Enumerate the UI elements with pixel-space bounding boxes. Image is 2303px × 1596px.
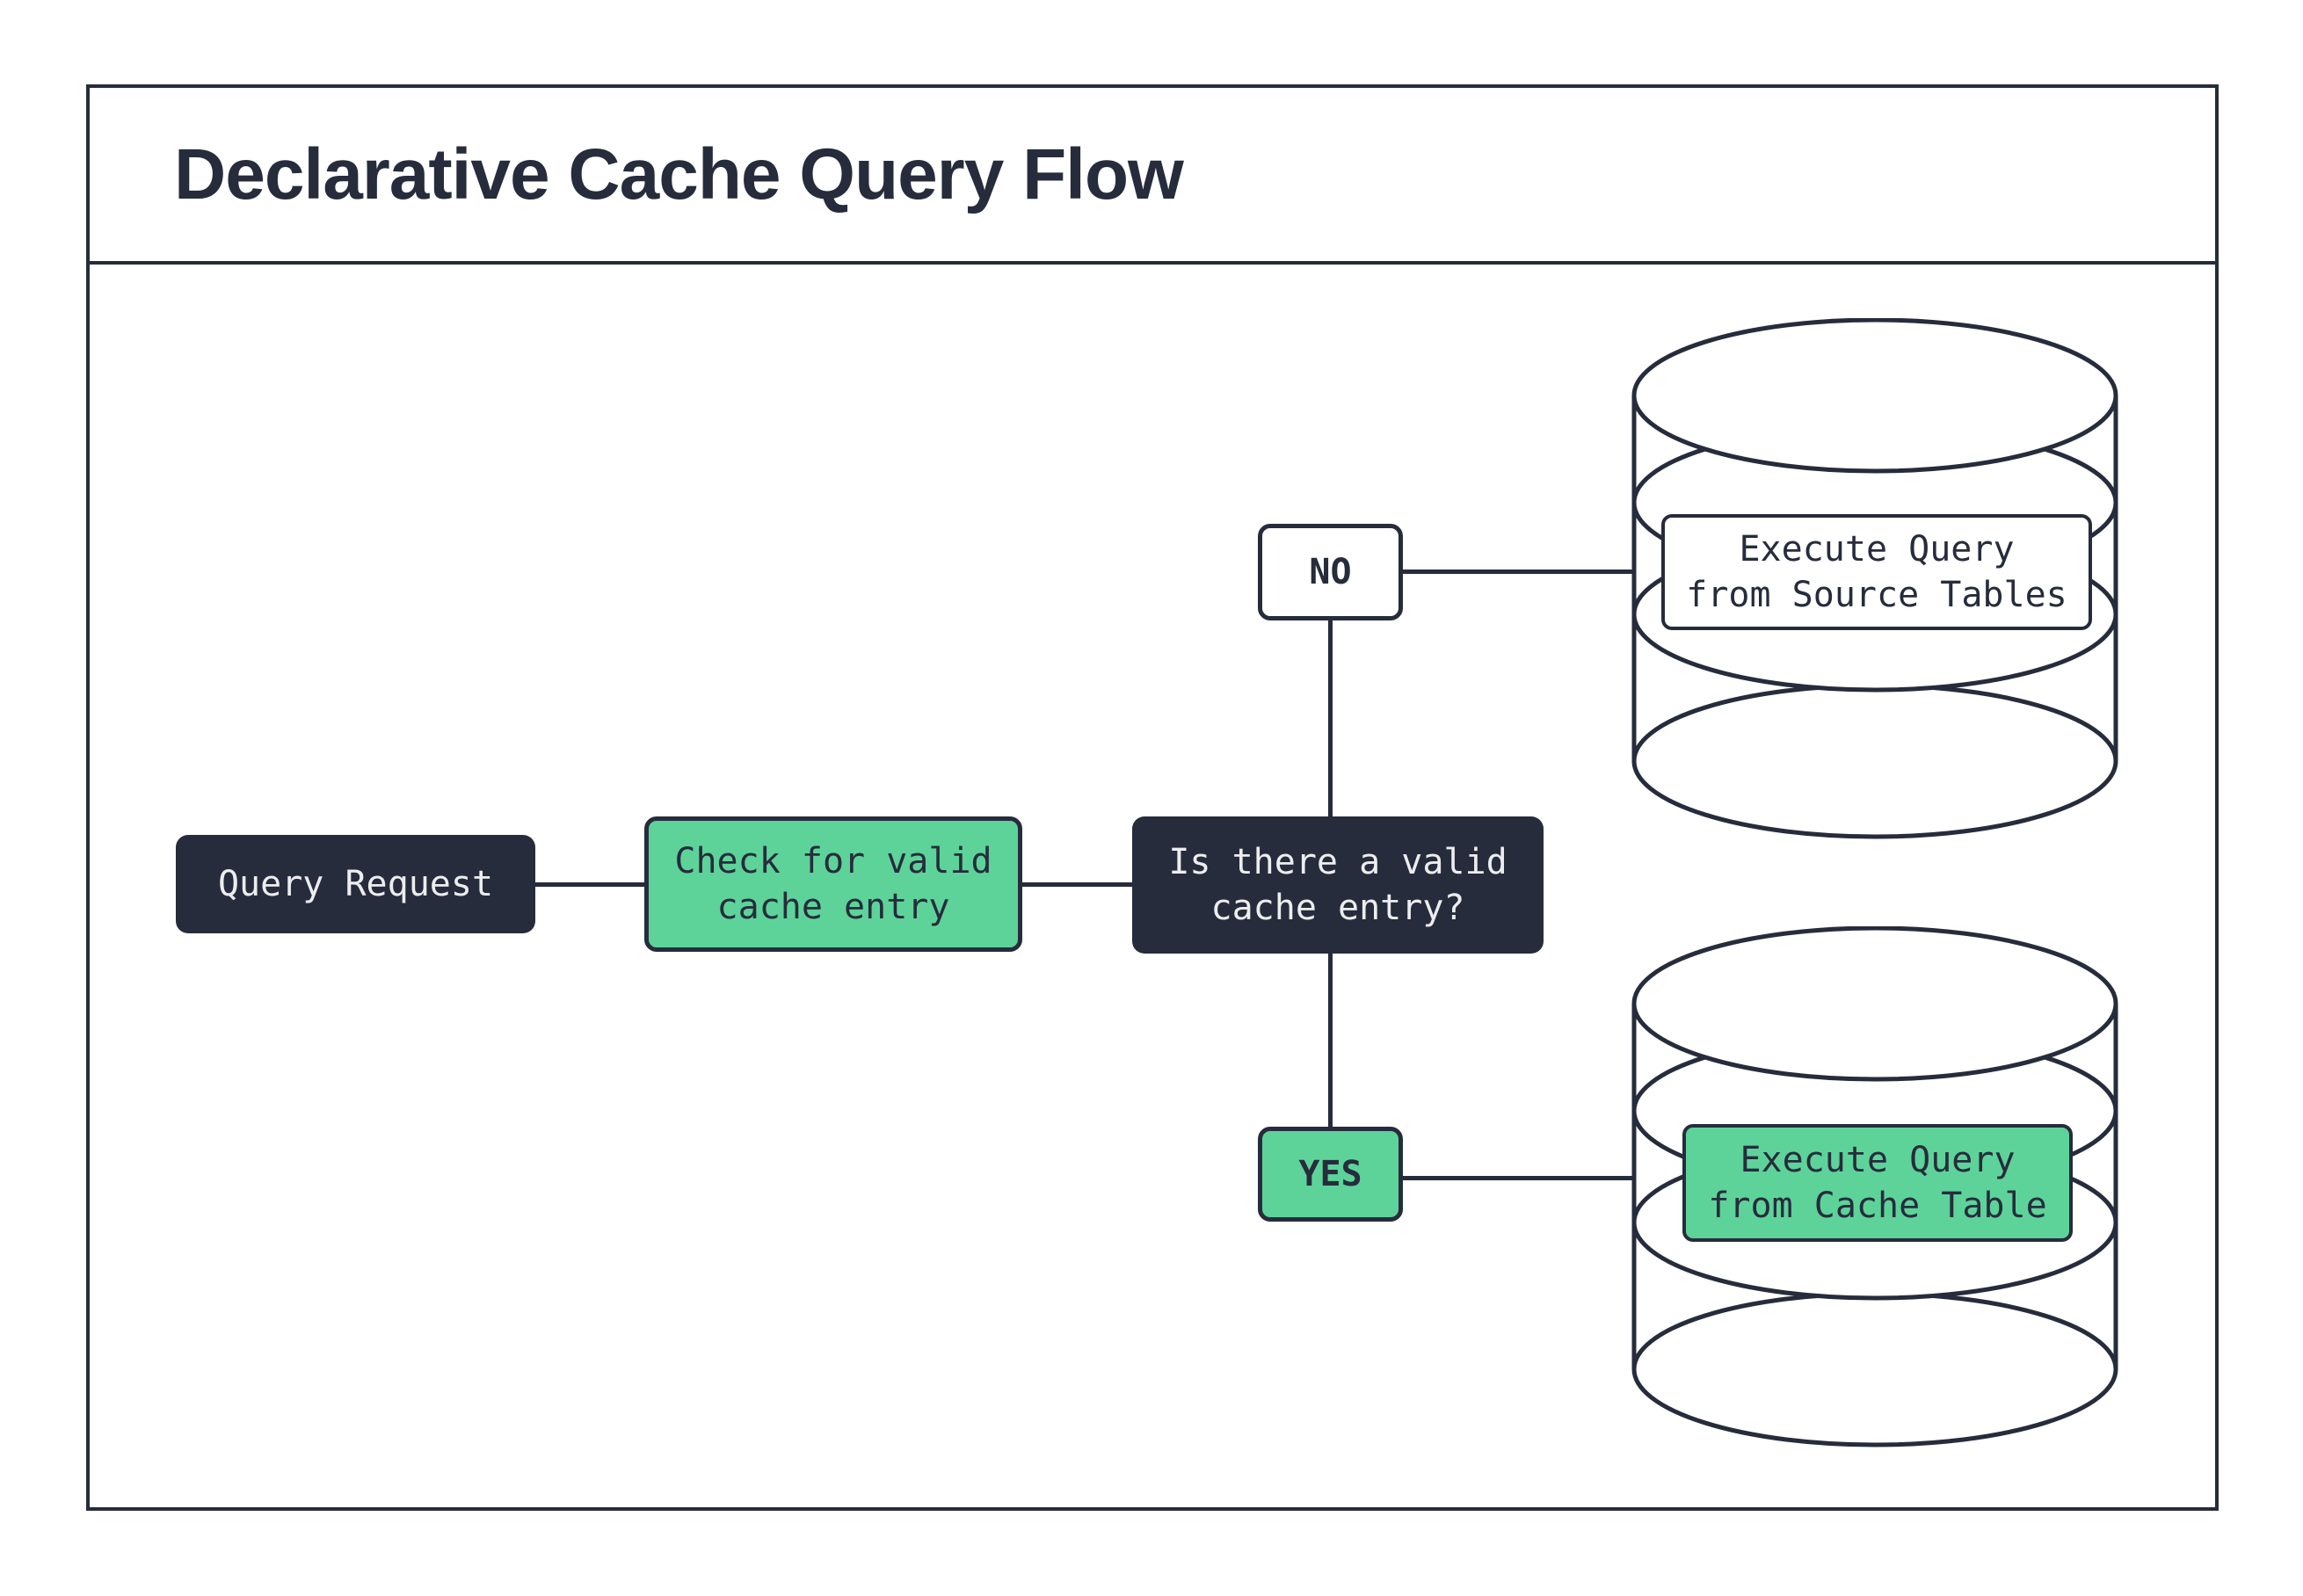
node-decision: Is there a valid cache entry? [1132, 816, 1544, 954]
node-execute-source-line2: from Source Tables [1686, 575, 2067, 615]
node-query-request-label: Query Request [217, 864, 494, 904]
node-no-branch: NO [1258, 524, 1403, 620]
connector-yes-to-cache-db [1401, 1176, 1632, 1180]
node-execute-cache-line1: Execute Query [1740, 1140, 2016, 1180]
page-title: Declarative Cache Query Flow [174, 134, 1184, 214]
node-execute-cache-line2: from Cache Table [1708, 1186, 2047, 1226]
node-execute-source-line1: Execute Query [1739, 529, 2015, 569]
connector-decision-to-no [1328, 619, 1333, 818]
node-check-cache-label-line1: Check for valid [674, 841, 992, 881]
node-execute-source: Execute Query from Source Tables [1661, 514, 2092, 630]
connector-decision-to-yes [1328, 952, 1333, 1128]
node-execute-cache: Execute Query from Cache Table [1682, 1124, 2073, 1242]
node-check-cache-label-line2: cache entry [716, 887, 950, 927]
node-decision-label-line1: Is there a valid [1168, 842, 1507, 882]
connector-request-to-check [534, 882, 646, 887]
node-no-label: NO [1309, 552, 1352, 592]
node-yes-branch: YES [1258, 1127, 1403, 1222]
connector-check-to-decision [1021, 882, 1134, 887]
diagram-frame: Declarative Cache Query Flow [86, 84, 2219, 1511]
connector-no-to-source-db [1401, 569, 1632, 574]
node-query-request: Query Request [176, 835, 535, 933]
diagram-header: Declarative Cache Query Flow [90, 88, 2215, 265]
node-decision-label-line2: cache entry? [1210, 888, 1465, 928]
node-check-cache: Check for valid cache entry [644, 816, 1022, 952]
node-yes-label: YES [1298, 1154, 1362, 1194]
